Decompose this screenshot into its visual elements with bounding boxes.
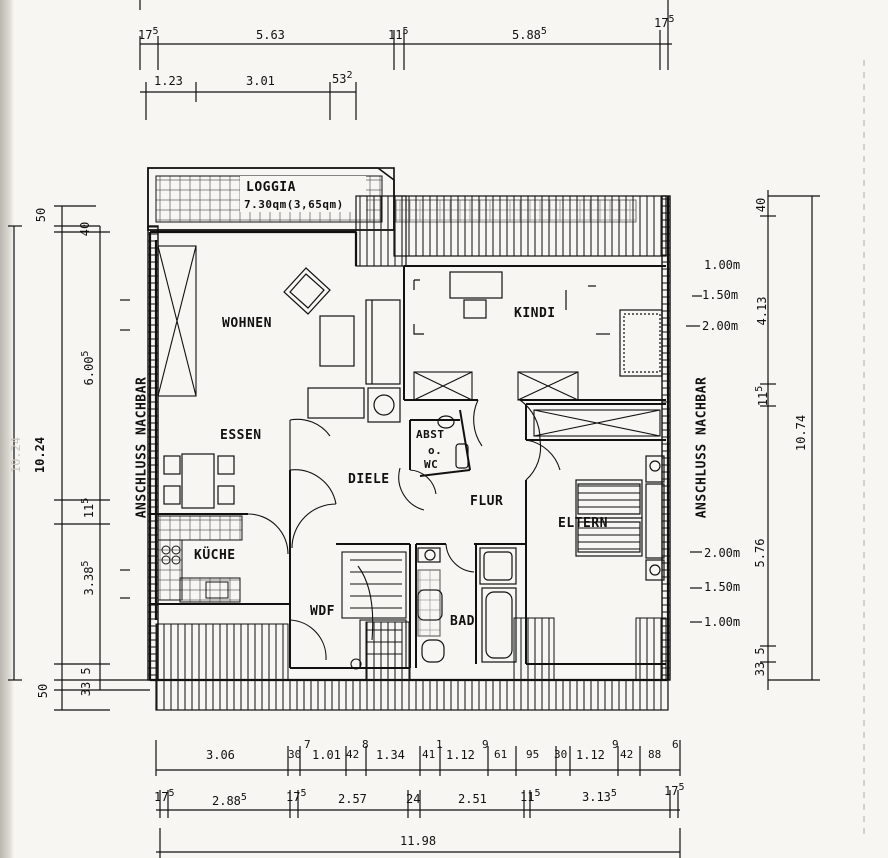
right-dim-115: 115 — [754, 385, 770, 407]
scan-edge-shadow — [0, 0, 14, 858]
top-dim-301: 3.01 — [246, 74, 275, 88]
right-dim-576: 5.76 — [753, 538, 767, 568]
right-dim-40: 40 — [754, 197, 768, 213]
height-mark-150b: 1.50m — [704, 580, 741, 594]
bottom-dim-7: 7 — [304, 738, 311, 751]
right-dim-413: 4.13 — [755, 296, 769, 326]
top-dimension-lines — [139, 0, 672, 120]
room-label-loggia: LOGGIA — [246, 180, 296, 195]
room-label-wc: WC — [424, 458, 439, 471]
left-dim-338: 3.385 — [80, 560, 96, 596]
bottom-dim2-17a: 175 — [154, 788, 175, 804]
room-label-essen: ESSEN — [220, 428, 262, 443]
bottom-dim-95: 95 — [526, 748, 540, 761]
bottom-dimension-lines — [155, 740, 681, 858]
bottom-dim-42a: 42 — [346, 748, 360, 761]
room-label-bad: BAD — [450, 614, 475, 629]
bottom-dim-61: 61 — [494, 748, 508, 761]
left-dim-1024-faint: 10.24 — [9, 436, 23, 474]
label-anschluss-nachbar-right: ANSCHLUSS NACHBAR — [694, 376, 710, 519]
bottom-dim-30a: 30 — [288, 748, 302, 761]
bottom-dim-6: 6 — [672, 738, 679, 751]
left-dim-40: 40 — [78, 221, 92, 237]
bottom-dim2-288: 2.885 — [212, 792, 247, 808]
bottom-dim-134: 1.34 — [376, 748, 405, 762]
bottom-dim2-257: 2.57 — [338, 792, 367, 806]
top-dim-123: 1.23 — [154, 74, 183, 88]
right-dim-1074: 10.74 — [794, 414, 808, 452]
bottom-dim-42b: 42 — [620, 748, 634, 761]
left-dim-33: 33 — [79, 681, 93, 697]
top-dim-11: 115 — [388, 26, 409, 42]
right-dim-33: 33 — [753, 661, 767, 677]
room-label-kindi: KINDI — [514, 306, 556, 321]
top-dim-563: 5.63 — [256, 28, 285, 42]
bottom-dim-101: 1.01 — [312, 748, 341, 762]
bottom-dim-112b: 1.12 — [576, 748, 605, 762]
left-dim-1024: 10.24 — [33, 436, 47, 474]
top-dim-17b: 175 — [654, 14, 675, 30]
height-mark-100b: 1.00m — [704, 615, 741, 629]
height-mark-100a: 1.00m — [704, 258, 741, 272]
bottom-dim2-251: 2.51 — [458, 792, 487, 806]
top-dim-588: 5.885 — [512, 26, 547, 42]
room-label-eltern: ELTERN — [558, 516, 608, 531]
bottom-dim-30b: 30 — [554, 748, 568, 761]
left-dim-115: 115 — [80, 497, 96, 519]
room-area-loggia: 7.30qm(3,65qm) — [244, 198, 344, 211]
bottom-dim2-24: 24 — [406, 792, 421, 806]
room-label-kuche: KÜCHE — [194, 548, 236, 563]
left-dim-600: 6.005 — [80, 350, 96, 386]
bottom-dim2-313: 3.135 — [582, 788, 617, 804]
room-label-wdf: WDF — [310, 604, 335, 619]
room-label-abst: ABST — [416, 428, 445, 441]
bottom-dim-9a: 9 — [482, 738, 489, 751]
top-dim-53: 532 — [332, 70, 353, 86]
bottom-dim2-11: 115 — [520, 788, 541, 804]
room-label-diele: DIELE — [348, 472, 390, 487]
top-dim-17: 175 — [138, 26, 159, 42]
room-label-flur: FLUR — [470, 494, 504, 509]
bottom-dim-total: 11.98 — [400, 834, 437, 848]
right-dimension-lines — [686, 60, 865, 840]
label-anschluss-nachbar-left: ANSCHLUSS NACHBAR — [134, 376, 150, 519]
left-dim-50-bottom: 50 — [36, 683, 50, 699]
bottom-dim2-17c: 175 — [664, 782, 685, 798]
height-mark-150a: 1.50m — [702, 288, 739, 302]
bottom-dim-88: 88 — [648, 748, 662, 761]
bottom-dim-306: 3.06 — [206, 748, 235, 762]
bottom-dim2-17b: 175 — [286, 788, 307, 804]
bottom-dim-9b: 9 — [612, 738, 619, 751]
bottom-dim-112a: 1.12 — [446, 748, 475, 762]
height-mark-200b: 2.00m — [704, 546, 741, 560]
left-dimension-lines — [8, 205, 150, 711]
bottom-dim-8: 8 — [362, 738, 369, 751]
height-mark-200a: 2.00m — [702, 319, 739, 333]
bottom-dim-1: 1 — [436, 738, 443, 751]
left-dim-50-top: 50 — [34, 207, 48, 223]
bottom-dim-41: 41 — [422, 748, 436, 761]
room-label-abst-o: o. — [428, 444, 443, 457]
room-label-wohnen: WOHNEN — [222, 316, 272, 331]
